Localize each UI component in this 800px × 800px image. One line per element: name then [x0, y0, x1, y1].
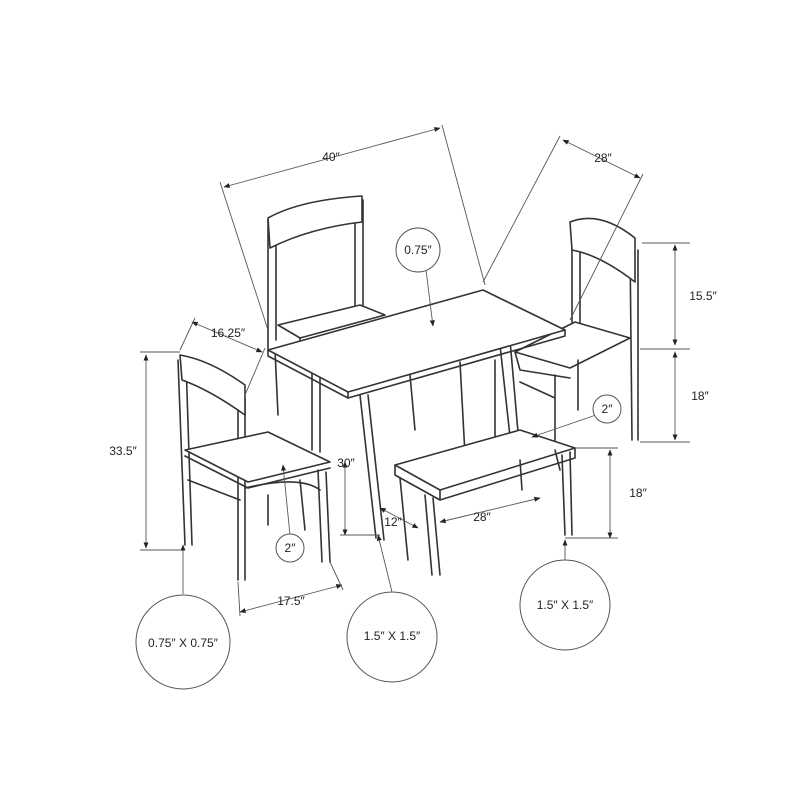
- label-chair-total-height: 33.5″: [109, 444, 137, 458]
- front-chair: [177, 354, 331, 581]
- dimension-lines: [140, 124, 690, 617]
- label-bench-height: 18″: [629, 486, 647, 500]
- label-bench-length: 28″: [473, 510, 491, 524]
- label-table-length: 40″: [322, 150, 340, 164]
- label-bench-depth: 12″: [384, 515, 402, 529]
- label-bench-leg-size: 1.5″ X 1.5″: [536, 598, 594, 612]
- callout-circle-bench-thickness: [592, 394, 622, 424]
- label-bench-thickness: 2″: [601, 402, 613, 416]
- label-table-height: 30″: [337, 456, 355, 470]
- callout-circle-seat-thickness: [275, 533, 305, 563]
- callout-circle-chair-leg: [135, 594, 231, 690]
- label-chair-seat-depth: 16.25″: [210, 326, 246, 340]
- label-chair-back-height: 15.5″: [689, 289, 717, 303]
- callout-circle-table-leg: [346, 591, 438, 683]
- label-table-leg-size: 1.5″ X 1.5″: [363, 629, 421, 643]
- back-chair: [267, 195, 386, 416]
- bench: [394, 429, 576, 576]
- callout-circle-table-thickness: [395, 227, 441, 273]
- label-chair-leg-size: 0.75″ X 0.75″: [148, 636, 218, 650]
- label-table-thickness: 0.75″: [404, 243, 432, 257]
- table: [267, 289, 566, 541]
- label-chair-seat-height: 18″: [691, 389, 709, 403]
- label-chair-seat-width: 17.5″: [277, 594, 305, 608]
- label-table-width: 28″: [594, 151, 612, 165]
- label-seat-thickness: 2″: [284, 541, 296, 555]
- callout-circle-bench-leg: [519, 559, 611, 651]
